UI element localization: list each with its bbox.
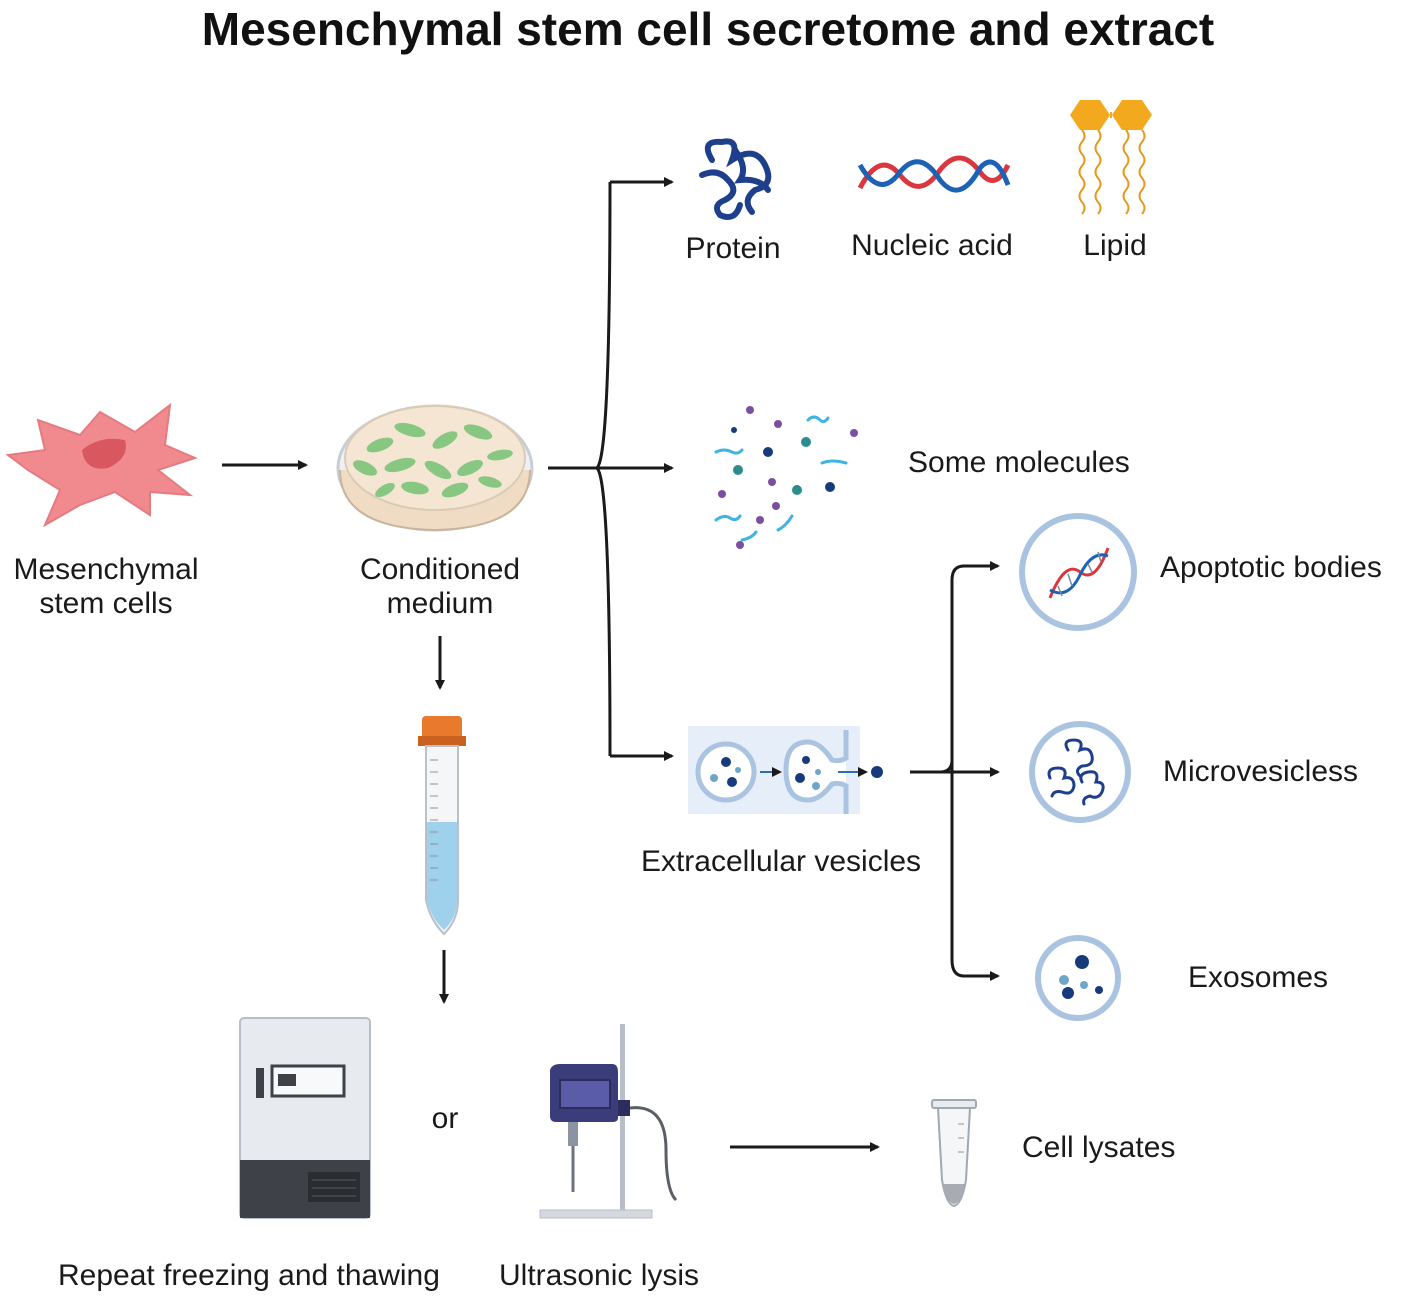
nucleic-acid-icon <box>857 155 1011 193</box>
label-msc-line2: stem cells <box>39 587 173 620</box>
protein-icon <box>699 138 772 220</box>
label-lipid: Lipid <box>1083 229 1147 262</box>
diagram-title: Mesenchymal stem cell secretome and extr… <box>201 3 1215 55</box>
lipid-icon <box>1070 100 1152 215</box>
label-cm-line1: Conditioned <box>359 553 521 586</box>
ultrasonic-homogenizer-icon <box>539 1024 678 1219</box>
some-molecules-icon <box>714 406 858 549</box>
label-nucleic-acid: Nucleic acid <box>851 229 1013 262</box>
centrifuge-tube-icon <box>418 716 466 936</box>
label-exosomes: Exosomes <box>1188 961 1329 994</box>
label-repeat-freezing-thawing: Repeat freezing and thawing <box>58 1259 440 1292</box>
label-mesenchymal-stem-cells: Mesenchymal stem cells <box>13 553 198 621</box>
freezer-icon <box>239 1017 371 1219</box>
branch-connector-medium <box>548 180 623 758</box>
label-extracellular-vesicles: Extracellular vesicles <box>640 845 922 878</box>
apoptotic-body-icon <box>1019 513 1137 631</box>
label-microvesicles: Microvesicless <box>1163 755 1359 788</box>
label-protein: Protein <box>685 232 781 265</box>
microcentrifuge-tube-icon <box>931 1099 977 1208</box>
mesenchymal-stem-cell-icon <box>5 402 198 528</box>
extracellular-vesicles-icon <box>688 726 883 814</box>
label-or: or <box>431 1102 459 1135</box>
label-msc-line1: Mesenchymal <box>13 553 199 586</box>
label-ultrasonic-lysis: Ultrasonic lysis <box>499 1259 700 1292</box>
microvesicle-icon <box>1029 721 1131 823</box>
petri-dish-icon <box>336 404 534 532</box>
label-apoptotic-bodies: Apoptotic bodies <box>1160 551 1382 584</box>
label-some-molecules: Some molecules <box>908 446 1130 479</box>
label-cm-line2: medium <box>386 587 494 620</box>
exosome-icon <box>1035 935 1121 1021</box>
label-conditioned-medium: Conditioned medium <box>360 553 520 621</box>
label-cell-lysates: Cell lysates <box>1022 1131 1176 1164</box>
